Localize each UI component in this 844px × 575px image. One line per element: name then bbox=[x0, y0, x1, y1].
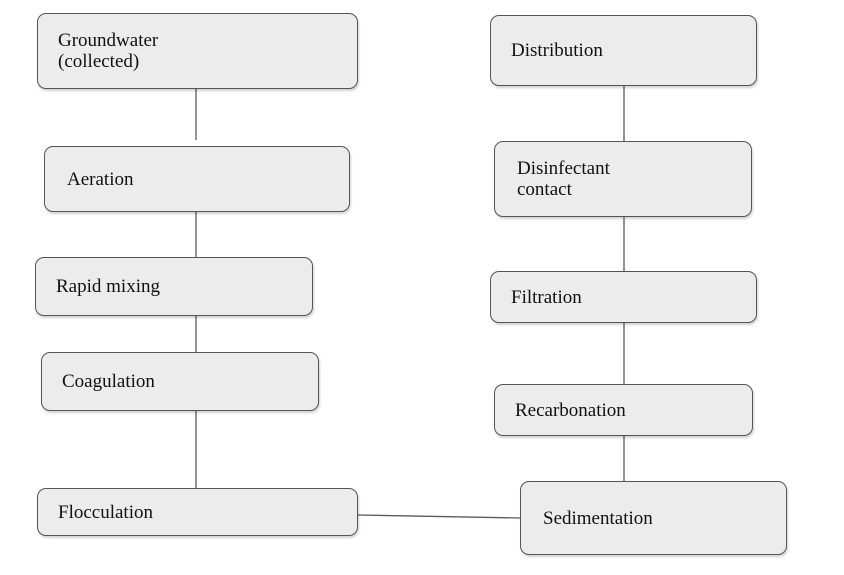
step-aeration: Aeration bbox=[44, 146, 350, 212]
step-disinfectant-contact: Disinfectant contact bbox=[494, 141, 752, 217]
step-coagulation: Coagulation bbox=[41, 352, 319, 411]
connector-flocculation-sedimentation bbox=[357, 514, 521, 519]
step-rapid-mixing: Rapid mixing bbox=[35, 257, 313, 316]
step-recarbonation: Recarbonation bbox=[494, 384, 753, 436]
step-filtration: Filtration bbox=[490, 271, 757, 323]
step-sedimentation: Sedimentation bbox=[520, 481, 787, 555]
step-groundwater: Groundwater (collected) bbox=[37, 13, 358, 89]
step-distribution: Distribution bbox=[490, 15, 757, 86]
step-flocculation: Flocculation bbox=[37, 488, 358, 536]
